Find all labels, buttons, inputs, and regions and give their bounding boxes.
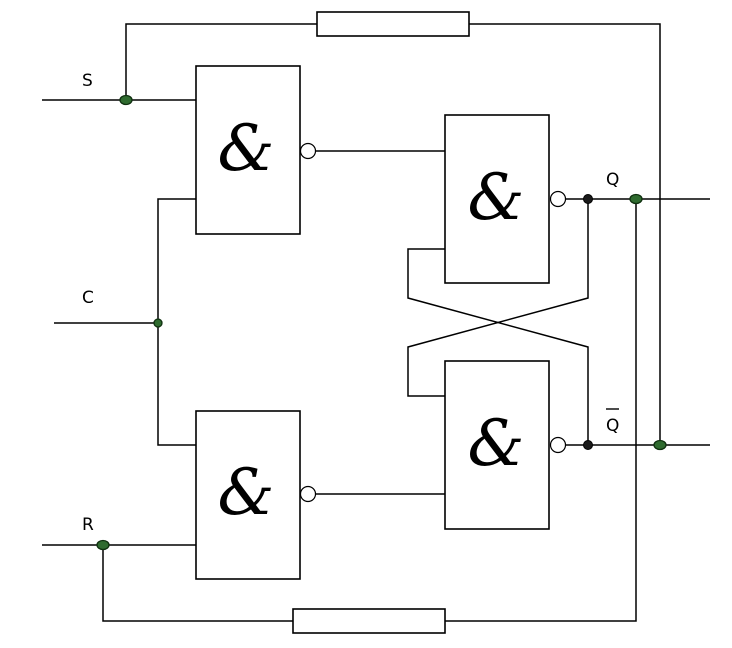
gate-bottom-right-inverter-bubble — [549, 436, 567, 454]
q-bar-label-group: Q — [606, 408, 619, 436]
c-junction-dot — [153, 318, 163, 328]
gate-bottom-left: & — [195, 410, 317, 580]
c-distribution-wire — [157, 198, 196, 446]
q-bar-output-junction-dot — [653, 439, 667, 451]
s-junction-dot — [119, 94, 133, 106]
r-label: R — [82, 515, 94, 535]
gate-bottom-left-symbol: & — [218, 456, 275, 530]
bottom-feedback-path — [102, 199, 637, 634]
gate-top-right-symbol: & — [468, 161, 525, 235]
top-feedback-path — [125, 11, 661, 445]
top-resistor — [316, 11, 470, 37]
q-label: Q — [606, 170, 619, 190]
gate-top-left-inverter-bubble — [299, 142, 317, 160]
s-label: S — [82, 71, 93, 91]
gate-bottom-right-symbol: & — [468, 407, 525, 481]
gate-bottom-left-inverter-bubble — [299, 485, 317, 503]
gate-top-right-inverter-bubble — [549, 190, 567, 208]
q-output-junction-dot — [629, 193, 643, 205]
gate-bottom-right: & — [444, 360, 567, 530]
bottom-resistor — [292, 608, 446, 634]
gate-top-right: & — [444, 114, 567, 284]
cross-coupling-wires — [407, 199, 589, 445]
gate-top-left: & — [195, 65, 317, 235]
r-junction-dot — [96, 539, 110, 551]
c-label: C — [82, 288, 94, 308]
q-bar-label: Q — [606, 416, 619, 436]
q-bar-feedback-junction-dot — [583, 440, 593, 450]
gate-top-left-symbol: & — [218, 112, 275, 186]
q-feedback-junction-dot — [583, 194, 593, 204]
